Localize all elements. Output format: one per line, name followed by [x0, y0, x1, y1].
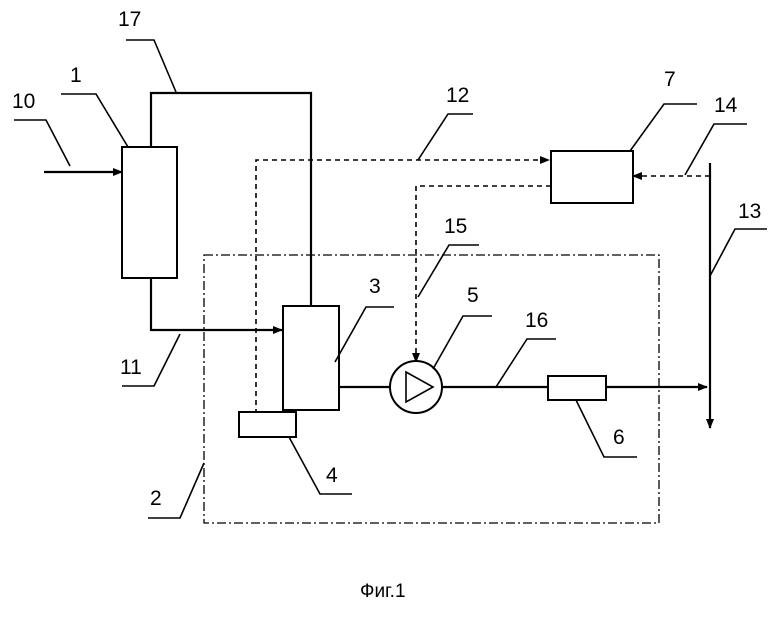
figure-caption: Фиг.1: [360, 581, 406, 602]
unit-1-box: [121, 146, 178, 279]
label-16: 16: [525, 309, 548, 332]
label-15: 15: [444, 215, 467, 238]
label-17: 17: [118, 8, 141, 31]
label-1: 1: [70, 64, 82, 87]
leader-16: [495, 338, 556, 388]
label-10: 10: [12, 90, 35, 113]
unit-6-box: [547, 375, 607, 401]
leader-17: [126, 39, 177, 93]
unit-4-box: [238, 411, 297, 438]
leader-5: [432, 315, 492, 370]
leader-12: [417, 113, 473, 161]
module-boundary-2: [203, 254, 660, 524]
label-7: 7: [664, 68, 676, 91]
leader-10: [14, 119, 71, 167]
label-14: 14: [714, 94, 738, 117]
leader-1: [61, 93, 129, 148]
leader-14: [684, 123, 747, 176]
line-11: [149, 278, 283, 334]
pump-5-icon: [389, 360, 443, 414]
line-15: [412, 185, 551, 363]
label-11: 11: [120, 356, 142, 379]
label-3: 3: [369, 275, 381, 298]
label-5: 5: [467, 284, 479, 307]
line-17: [149, 91, 313, 306]
leader-15: [417, 244, 479, 298]
label-2: 2: [150, 487, 162, 510]
unit-3-box: [282, 305, 340, 411]
leader-11: [122, 333, 181, 387]
leader-7: [629, 103, 697, 152]
label-6: 6: [613, 426, 625, 449]
label-12: 12: [446, 84, 469, 107]
label-13: 13: [738, 200, 761, 223]
leader-2: [148, 462, 205, 519]
unit-7-box: [550, 150, 634, 204]
leader-6: [575, 399, 637, 458]
label-4: 4: [326, 464, 338, 487]
leader-3: [334, 306, 394, 363]
line-12: [255, 156, 550, 414]
leader-13: [709, 228, 767, 277]
leader-4: [288, 436, 352, 495]
